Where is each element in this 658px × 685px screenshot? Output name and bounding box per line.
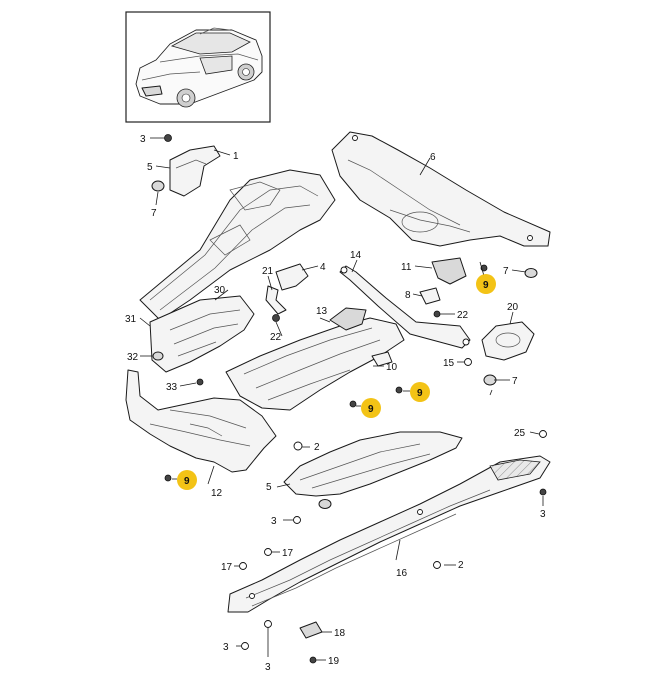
part-17-nut-a (264, 548, 272, 556)
callout-6: 6 (430, 152, 436, 163)
callout-18: 18 (334, 628, 346, 639)
highlight-badge (361, 398, 381, 418)
part-30-shield (149, 295, 255, 386)
highlighted-callouts: 9 9 9 9 (172, 274, 496, 490)
part-18-clip (299, 621, 323, 639)
callout-2: 2 (314, 442, 320, 453)
highlight-badge (177, 470, 197, 490)
callout-13: 13 (316, 306, 328, 317)
part-3-bolt-b (293, 516, 301, 524)
callout-30: 30 (214, 285, 226, 296)
hardware (239, 264, 547, 664)
callout-31: 31 (125, 314, 137, 325)
body-floor-tunnel (139, 169, 336, 321)
part-3-bolt-c (241, 642, 249, 650)
part-4-bracket (265, 263, 309, 322)
part-19-bolt (309, 656, 317, 664)
callout-15: 15 (443, 358, 455, 369)
vehicle-thumbnail (125, 11, 271, 123)
callout-7: 7 (151, 208, 157, 219)
callout-32: 32 (127, 352, 139, 363)
callout-20: 20 (507, 302, 519, 313)
callout-4: 4 (320, 262, 326, 273)
callout-9d: 9 (184, 476, 190, 487)
callout-1: 1 (233, 151, 239, 162)
callout-9b: 9 (417, 388, 423, 399)
part-5-side-panel (283, 431, 463, 509)
part-3-bolt-d (264, 620, 272, 628)
callout-16: 16 (396, 568, 408, 579)
callout-7c: 7 (512, 376, 518, 387)
part-7-grommet-left (151, 180, 165, 192)
part-15-nut (464, 358, 472, 366)
callout-12: 12 (211, 488, 223, 499)
part-8-bracket (419, 287, 441, 318)
callout-9c: 9 (368, 404, 374, 415)
callout-22: 22 (457, 310, 469, 321)
callout-3d: 3 (265, 662, 271, 673)
part-7-grommet-right (524, 268, 538, 278)
callout-5: 5 (147, 162, 153, 173)
callout-3c: 3 (223, 642, 229, 653)
part-11-bracket (431, 257, 467, 285)
highlight-badge (476, 274, 496, 294)
callout-3b: 3 (271, 516, 277, 527)
part-17-nut-b (239, 562, 247, 570)
callout-9a: 9 (483, 280, 489, 291)
callout-8: 8 (405, 290, 411, 301)
callout-33: 33 (166, 382, 178, 393)
callout-17b: 17 (221, 562, 233, 573)
callout-25: 25 (514, 428, 526, 439)
part-20-mount (481, 321, 535, 386)
vehicle-thumbnail-icon (135, 27, 263, 108)
callout-19: 19 (328, 656, 340, 667)
part-14-strut (339, 265, 471, 349)
part-1-bracket (169, 145, 221, 197)
callout-17: 17 (282, 548, 294, 559)
part-2-nut-a (293, 441, 303, 451)
callout-14: 14 (350, 250, 362, 261)
part-25-clip (539, 430, 547, 438)
callout-3e: 3 (540, 509, 546, 520)
callout-2b: 2 (458, 560, 464, 571)
callout-21: 21 (262, 266, 274, 277)
callout-3: 3 (140, 134, 146, 145)
callout-11: 11 (401, 262, 412, 273)
part-13-center-panel (225, 307, 405, 411)
part-12-front-panel (125, 369, 277, 482)
highlight-badge (410, 382, 430, 402)
callout-10: 10 (386, 362, 398, 373)
part-3-bolt-top (164, 134, 172, 142)
callout-5b: 5 (266, 482, 272, 493)
part-6-rear-underbody-shield (331, 131, 551, 247)
leader-lines (139, 137, 544, 661)
part-3-bolt-e (539, 488, 547, 496)
callout-7b: 7 (503, 266, 509, 277)
callout-labels: 3 1 5 7 6 4 14 11 7 8 22 20 15 7 10 13 2… (125, 134, 546, 673)
callout-22b: 22 (270, 332, 282, 343)
part-16-side-rail (227, 455, 551, 613)
part-2-nut-b (433, 561, 441, 569)
